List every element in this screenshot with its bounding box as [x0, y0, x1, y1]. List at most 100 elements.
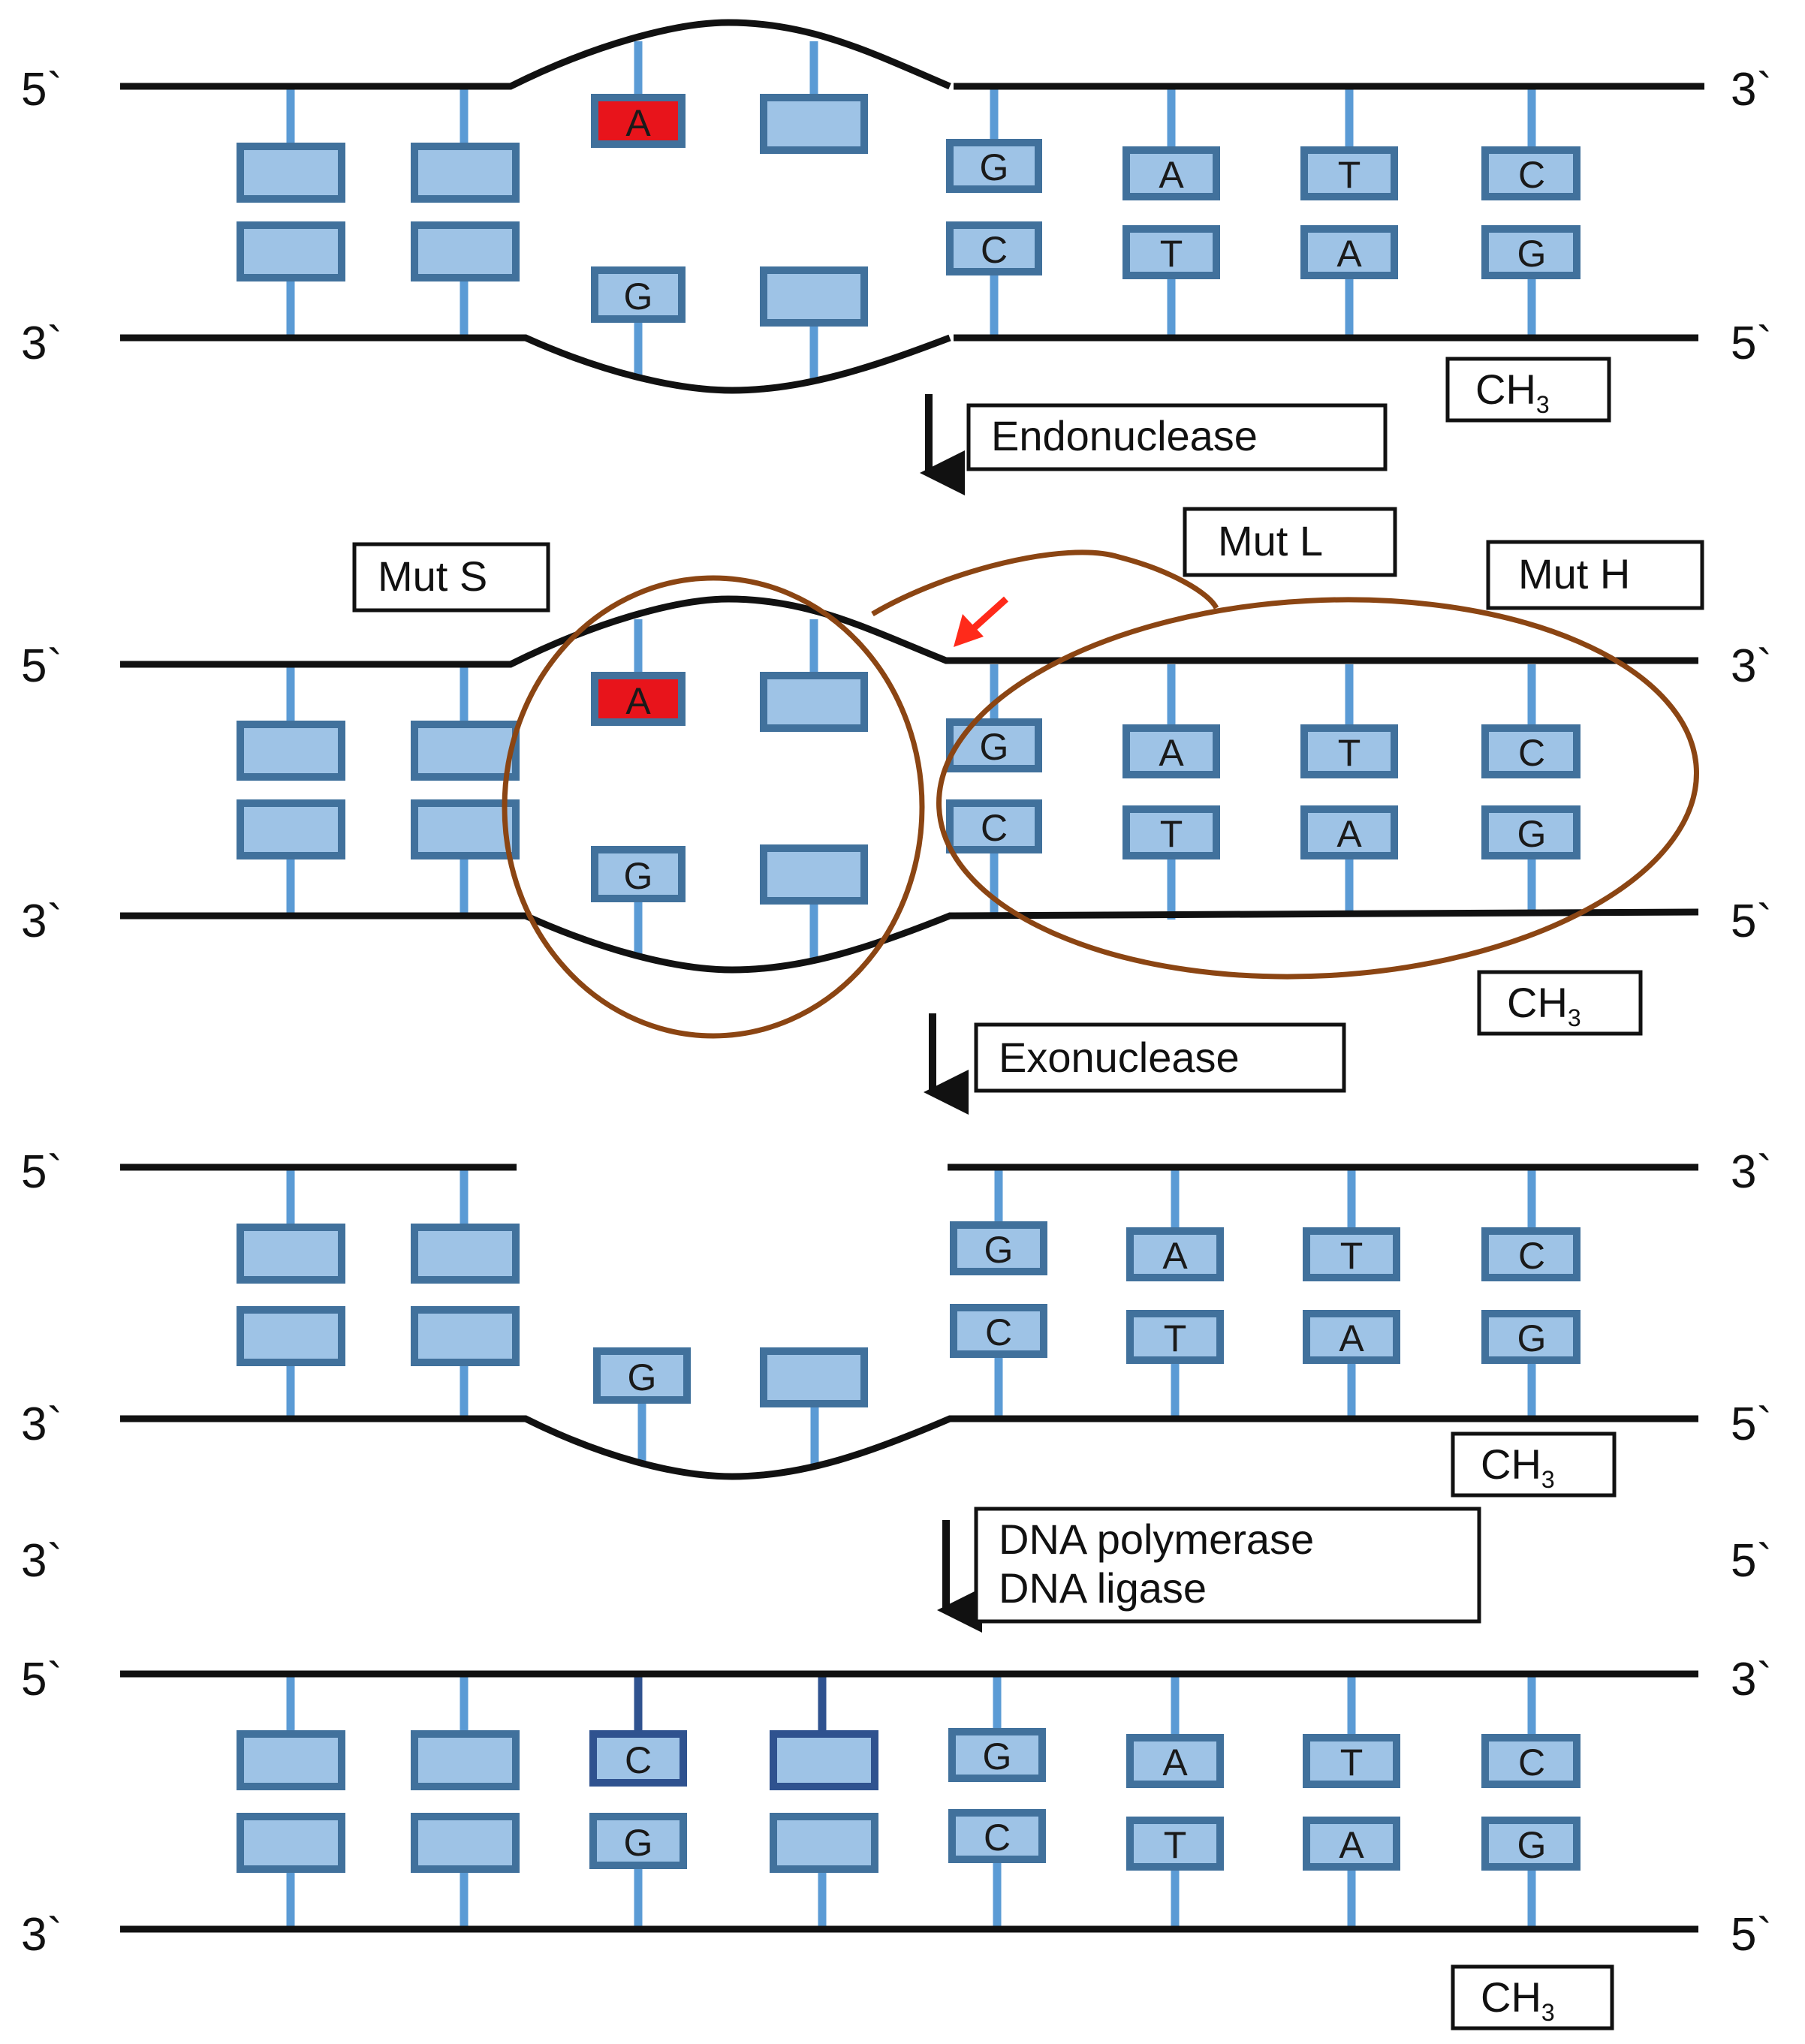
base-label: G [980, 146, 1009, 188]
base-pair-block [411, 1730, 520, 1790]
base-label: A [625, 102, 651, 144]
end-label: 5` [1731, 318, 1772, 369]
base-label: C [981, 229, 1008, 271]
base-pair-block [760, 1347, 868, 1407]
base-pair-block [237, 1306, 345, 1366]
base-block: C [1481, 1734, 1581, 1788]
methyl-group-label: CH3 [1451, 1431, 1617, 1498]
end-label: 3` [1731, 64, 1772, 116]
methyl-group-label: CH3 [1451, 1964, 1614, 2030]
base-boxes: A G A T C G C [237, 672, 1581, 905]
methyl-main: CH [1481, 1440, 1541, 1488]
base-label: T [1160, 813, 1183, 855]
base-block: T [1126, 1817, 1224, 1871]
base-block: A [1303, 1817, 1400, 1871]
step-label: Exonuclease [999, 1034, 1240, 1081]
base-pair-block [237, 221, 345, 281]
base-label: T [1340, 1235, 1364, 1277]
end-label: 5` [1731, 896, 1772, 947]
cut-site-arrow-icon [954, 596, 1009, 647]
base-block: C [946, 221, 1042, 275]
base-pair-block [411, 799, 520, 859]
base-pair-block [760, 94, 868, 154]
base-block: G [589, 1813, 687, 1869]
end-label: 5` [21, 1654, 62, 1705]
base-block: G [1481, 1310, 1581, 1364]
end-label: 3` [1731, 1654, 1772, 1705]
methyl-sub: 3 [1536, 391, 1550, 418]
protein-name: Mut H [1518, 550, 1630, 598]
base-block: G [1481, 1817, 1581, 1871]
methyl-sub: 3 [1568, 1004, 1581, 1031]
base-block: C [1481, 724, 1581, 778]
base-label: G [1517, 813, 1547, 855]
base-block: A [1303, 1310, 1400, 1364]
base-label: G [1517, 1317, 1547, 1359]
new-base-block [770, 1730, 878, 1790]
base-block: G [948, 1728, 1046, 1782]
new-base-sticks [634, 1674, 827, 1734]
step-label: Endonuclease [991, 412, 1258, 459]
base-label: C [1518, 1235, 1545, 1277]
panel-excision: G A T C G C T [21, 1146, 1772, 1498]
step-polymerase-ligase: 3` 5` DNA polymerase DNA ligase [21, 1507, 1772, 1633]
svg-text:CH3: CH3 [1475, 366, 1550, 418]
base-sticks [286, 41, 1536, 383]
base-block: G [591, 846, 686, 902]
base-block: A [1126, 1734, 1224, 1788]
base-block: C [946, 799, 1042, 853]
base-pair-block [411, 1224, 520, 1284]
step-label-line1: DNA polymerase [999, 1516, 1314, 1563]
base-label: A [1159, 154, 1184, 196]
base-label: T [1160, 233, 1183, 275]
base-pair-block [237, 1813, 345, 1873]
base-label: G [1517, 1824, 1547, 1866]
base-label: C [981, 807, 1008, 849]
base-label: A [1336, 233, 1362, 275]
base-label: A [1159, 732, 1184, 774]
base-block: T [1303, 1227, 1400, 1281]
base-pair-block [237, 721, 345, 781]
base-label: T [1338, 154, 1361, 196]
methyl-sub: 3 [1541, 1466, 1555, 1493]
base-block-mismatch: A [591, 94, 686, 148]
base-label: A [1336, 813, 1362, 855]
base-block: G [946, 718, 1042, 772]
methyl-main: CH [1481, 1973, 1541, 2021]
bottom-strand [120, 334, 1698, 394]
base-label: A [1162, 1235, 1188, 1277]
end-label: 5` [1731, 1909, 1772, 1961]
base-boxes: C G A T C G C [237, 1728, 1581, 1873]
svg-text:CH3: CH3 [1481, 1973, 1555, 2026]
end-label: 5` [1731, 1535, 1772, 1587]
top-strand [120, 19, 1704, 90]
base-block: G [591, 266, 686, 323]
base-label: C [1518, 154, 1545, 196]
base-block: G [593, 1347, 691, 1404]
mut-h-outline [936, 597, 1699, 980]
base-label: G [624, 1822, 653, 1864]
bottom-strand [120, 1415, 1698, 1480]
svg-text:CH3: CH3 [1481, 1440, 1555, 1493]
base-label: C [1518, 732, 1545, 774]
base-pair-block [411, 143, 520, 203]
mut-s-label: Mut S [352, 542, 550, 613]
base-pair-block [411, 1813, 520, 1873]
methyl-main: CH [1475, 366, 1536, 413]
base-pair-block [760, 844, 868, 905]
base-pair-block [411, 721, 520, 781]
base-block: A [1300, 225, 1398, 279]
base-block: C [950, 1304, 1047, 1358]
base-pair-block [770, 1813, 878, 1873]
base-block: G [1481, 805, 1581, 859]
end-label: 3` [21, 896, 62, 947]
end-label: 3` [21, 318, 62, 369]
base-block: G [1481, 225, 1581, 279]
step-endonuclease: Endonuclease [920, 394, 1388, 495]
base-label: C [625, 1739, 652, 1781]
end-label: 3` [21, 1398, 62, 1450]
base-boxes: G A T C G C T [237, 1221, 1581, 1407]
end-label: 5` [21, 640, 62, 692]
base-sticks [286, 619, 1536, 961]
base-label: C [1518, 1741, 1545, 1784]
